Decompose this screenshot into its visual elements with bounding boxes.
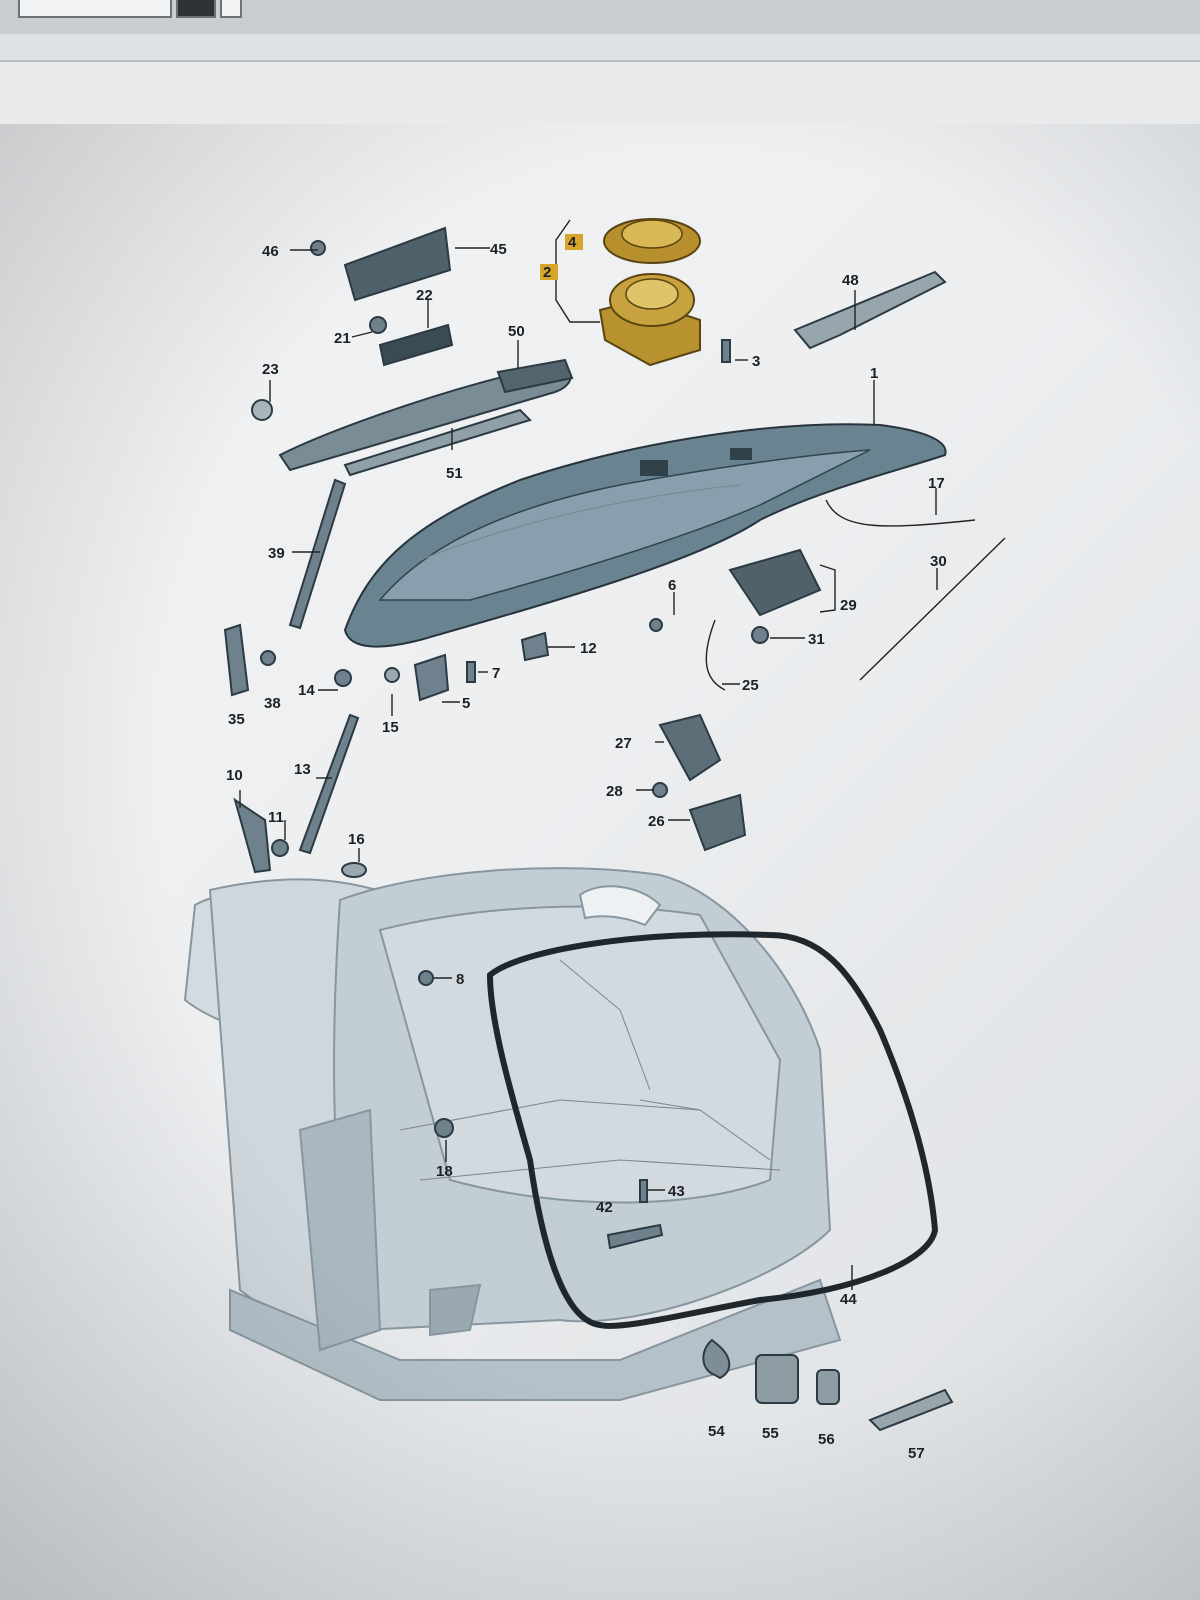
- callout-15[interactable]: 15: [382, 719, 399, 736]
- parts-diagram-screen: 46 45 4 2 48 22 21 50 3 23 1 51 17 39 30…: [0, 124, 1200, 1600]
- callout-3[interactable]: 3: [752, 353, 760, 370]
- door-seal: [486, 931, 939, 1329]
- callout-16[interactable]: 16: [348, 831, 365, 848]
- callout-13[interactable]: 13: [294, 761, 311, 778]
- callout-21[interactable]: 21: [334, 330, 351, 347]
- cables: [705, 499, 1006, 691]
- callout-2[interactable]: 2: [543, 264, 551, 281]
- callout-7[interactable]: 7: [492, 665, 500, 682]
- callout-51[interactable]: 51: [446, 465, 463, 482]
- callout-30[interactable]: 30: [930, 553, 947, 570]
- callout-44[interactable]: 44: [840, 1291, 857, 1308]
- callout-43[interactable]: 43: [668, 1183, 685, 1200]
- callout-23[interactable]: 23: [262, 361, 279, 378]
- callout-14[interactable]: 14: [298, 682, 315, 699]
- callout-45[interactable]: 45: [490, 241, 507, 258]
- callout-18[interactable]: 18: [436, 1163, 453, 1180]
- toolbar-band: [0, 60, 1200, 126]
- callout-labels: 46 45 4 2 48 22 21 50 3 23 1 51 17 39 30…: [226, 234, 947, 1462]
- callout-25[interactable]: 25: [742, 677, 759, 694]
- callout-5[interactable]: 5: [462, 695, 470, 712]
- callout-4-highlight: [565, 234, 583, 250]
- monitor-top-bar: [0, 0, 1200, 34]
- callout-29[interactable]: 29: [840, 597, 857, 614]
- callout-50[interactable]: 50: [508, 323, 525, 340]
- callout-42[interactable]: 42: [596, 1199, 613, 1216]
- callout-1[interactable]: 1: [870, 365, 878, 382]
- callout-12[interactable]: 12: [580, 640, 597, 657]
- toolbar-button[interactable]: [176, 0, 216, 18]
- leader-lines: [239, 219, 938, 1290]
- callout-39[interactable]: 39: [268, 545, 285, 562]
- callout-17[interactable]: 17: [928, 475, 945, 492]
- callout-55[interactable]: 55: [762, 1425, 779, 1442]
- toolbar-field[interactable]: [18, 0, 172, 18]
- central-locking-motor-highlighted[interactable]: [540, 218, 701, 367]
- callout-11[interactable]: 11: [268, 809, 284, 826]
- callout-38[interactable]: 38: [264, 695, 281, 712]
- callout-28[interactable]: 28: [606, 783, 623, 800]
- callout-22[interactable]: 22: [416, 287, 433, 304]
- callout-27[interactable]: 27: [615, 735, 632, 752]
- tailgate-panel: [343, 423, 947, 648]
- callout-46[interactable]: 46: [262, 243, 279, 260]
- callout-26[interactable]: 26: [648, 813, 665, 830]
- callout-6[interactable]: 6: [668, 577, 676, 594]
- callout-54[interactable]: 54: [708, 1423, 725, 1440]
- callout-35[interactable]: 35: [228, 711, 245, 728]
- callout-2-highlight: [540, 264, 558, 280]
- vehicle-body: [183, 867, 842, 1401]
- callout-10[interactable]: 10: [226, 767, 243, 784]
- body-detail-lines: [399, 959, 781, 1181]
- callout-8[interactable]: 8: [456, 971, 464, 988]
- callout-31[interactable]: 31: [808, 631, 825, 648]
- callout-48[interactable]: 48: [842, 272, 859, 289]
- toolbar-button-small[interactable]: [220, 0, 242, 18]
- trim-parts: [278, 226, 947, 477]
- callout-4[interactable]: 4: [568, 234, 577, 251]
- tailgate-exploded-diagram: 46 45 4 2 48 22 21 50 3 23 1 51 17 39 30…: [183, 218, 1006, 1462]
- callout-57[interactable]: 57: [908, 1445, 925, 1462]
- callout-56[interactable]: 56: [818, 1431, 835, 1448]
- small-parts: [223, 240, 954, 1432]
